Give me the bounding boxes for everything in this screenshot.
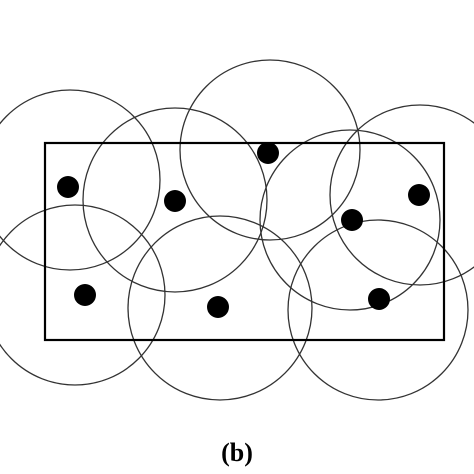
coverage-circle (287, 219, 469, 401)
coverage-circle (127, 215, 313, 401)
sensor-node-dot (207, 296, 229, 318)
sensor-node-dot (74, 284, 96, 306)
sensor-node-dot (408, 184, 430, 206)
sensor-node-dot (368, 288, 390, 310)
sensor-nodes (57, 142, 430, 318)
coverage-circle (259, 129, 441, 311)
coverage-circle (179, 59, 361, 241)
coverage-circle (329, 104, 474, 286)
sensor-node-dot (257, 142, 279, 164)
sensor-node-dot (164, 190, 186, 212)
coverage-area-rectangle (43, 141, 446, 342)
sensor-node-dot (341, 209, 363, 231)
coverage-circles (0, 59, 474, 401)
figure-caption: (b) (221, 438, 253, 467)
coverage-circle (82, 107, 268, 293)
coverage-circle (0, 204, 166, 386)
coverage-circle (0, 89, 161, 271)
sensor-node-dot (57, 176, 79, 198)
